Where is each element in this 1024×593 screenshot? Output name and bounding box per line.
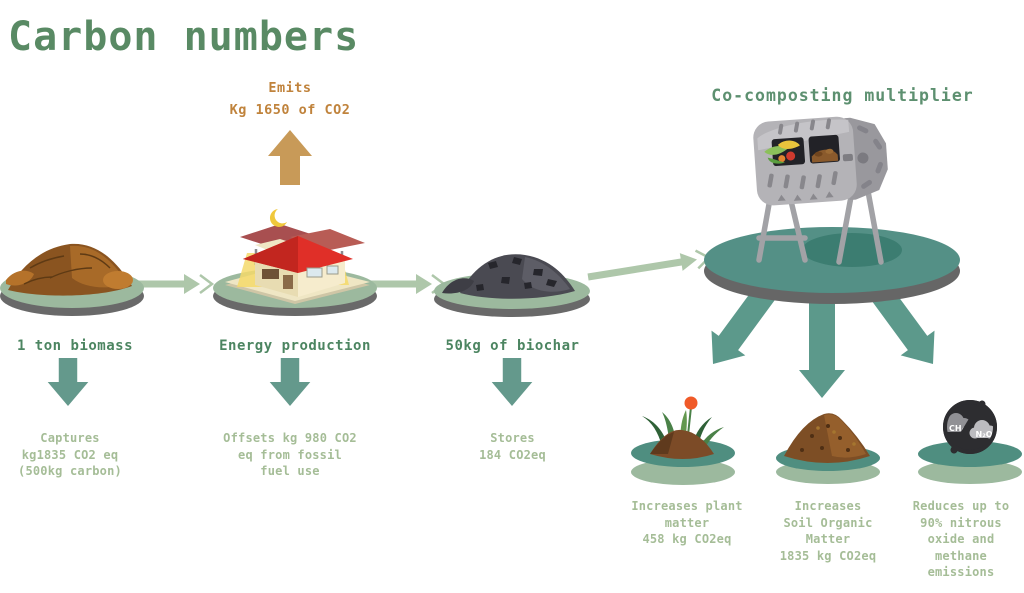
biochar-down-arrow-icon	[491, 358, 533, 406]
n2o-label: N₂O	[976, 430, 993, 439]
biochar-label: 50kg of biochar	[445, 338, 580, 354]
outcome-plant-text: Increases plant matter 458 kg CO2eq	[631, 499, 743, 547]
chevron-icon	[199, 274, 215, 294]
energy-offsets-text: Offsets kg 980 CO2 eq from fossil fuel u…	[223, 431, 357, 479]
flow-arrow-biomass-to-energy	[134, 274, 215, 294]
axle-hub	[857, 152, 869, 164]
outcome-soil-text: Increases Soil Organic Matter 1835 kg CO…	[779, 499, 877, 563]
char-chunks	[476, 257, 557, 291]
moon-icon	[269, 209, 287, 227]
bottom-vents	[777, 191, 834, 202]
biochar-stores-text: Stores 184 CO2eq	[479, 431, 546, 462]
endcap-slots	[857, 125, 883, 189]
emits-co2-text: Emits Kg 1650 of CO2	[229, 80, 351, 118]
biochar-pile-illustration	[434, 254, 590, 317]
vent-slots	[767, 118, 838, 190]
flower-stem	[687, 406, 692, 436]
soil-lights	[816, 426, 856, 446]
prohibition-slash	[950, 400, 986, 454]
no-emissions-icon: CH₄ N₂O	[943, 400, 997, 454]
tumbler-drum	[753, 116, 888, 206]
biomass-label: 1 ton biomass	[16, 338, 134, 354]
multiplier-title: Co-composting multiplier	[711, 86, 974, 105]
ch4-label: CH₄	[949, 424, 966, 433]
flower	[684, 396, 698, 410]
outcome-emissions-text: Reduces up to 90% nitrous oxide and meth…	[912, 499, 1010, 580]
food-scraps	[764, 140, 800, 164]
latch	[842, 153, 853, 162]
multiplier-spread-arrows	[711, 282, 935, 398]
house-illustration	[213, 209, 377, 316]
soil-specks	[800, 424, 850, 452]
compost-contents	[811, 148, 839, 163]
door	[262, 269, 279, 279]
no-emissions-illustration: CH₄ N₂O	[918, 400, 1022, 484]
emits-up-arrow-icon	[268, 130, 312, 185]
plant-illustration	[631, 396, 735, 485]
flow-arrow-biochar-to-composter	[587, 249, 711, 281]
compost-tumbler-illustration	[753, 116, 888, 265]
biomass-pile-illustration	[0, 243, 144, 316]
energy-label: Energy production	[219, 338, 371, 354]
soil-pile-illustration	[776, 413, 880, 484]
biomass-down-arrow-icon	[47, 358, 89, 406]
biomass-captures-text: Captures kg1835 CO2 eq (500kg carbon)	[18, 431, 122, 479]
page-title: Carbon numbers	[8, 14, 360, 60]
energy-down-arrow-icon	[269, 358, 311, 406]
